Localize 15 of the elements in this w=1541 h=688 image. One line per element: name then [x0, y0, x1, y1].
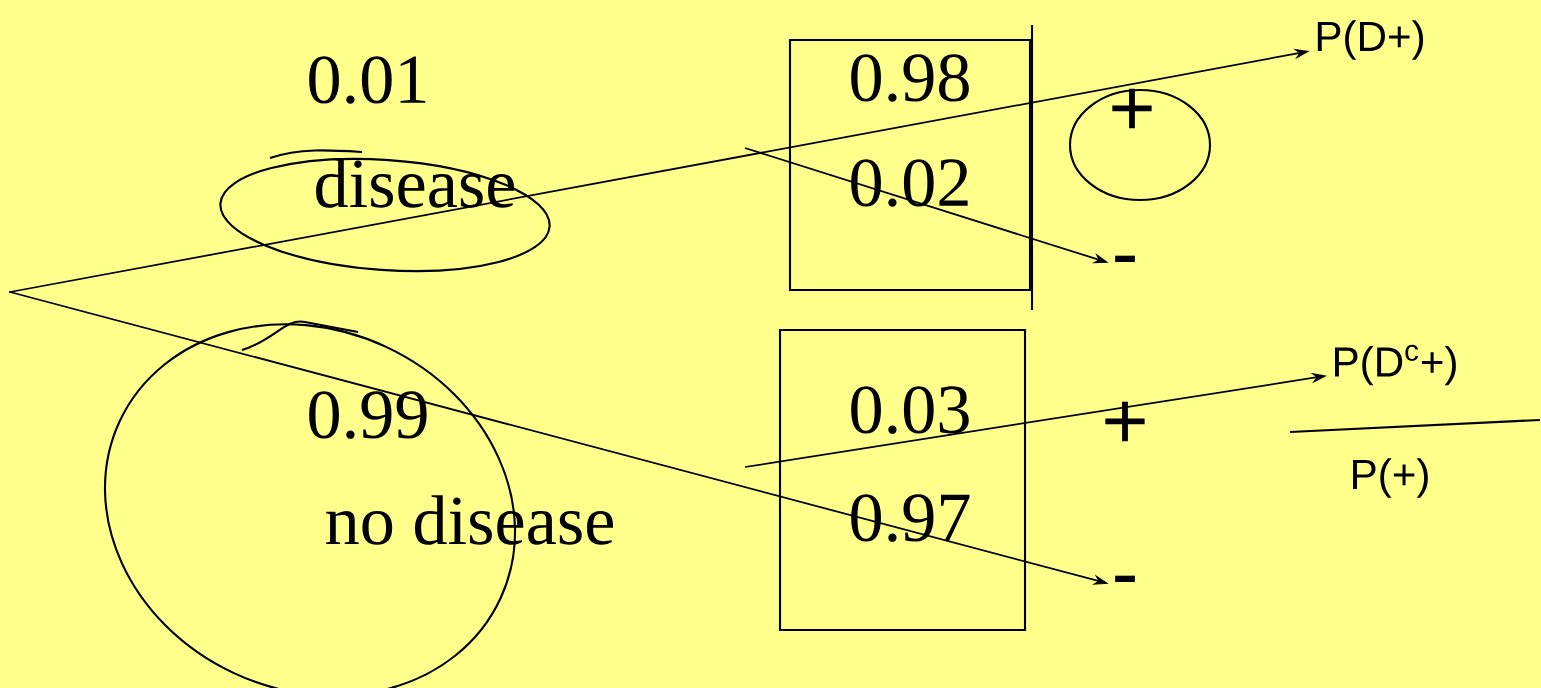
branch-point: [8, 290, 12, 294]
test-sign: -: [1115, 255, 1135, 262]
handwritten-formula: P(D+): [1317, 20, 1424, 60]
label-text: 0.02: [851, 159, 968, 207]
label-text: disease: [316, 158, 515, 208]
label-text: 0.99: [309, 391, 427, 439]
circled-sign: +: [1068, 88, 1212, 202]
test-sign: +: [1105, 401, 1145, 442]
label-text: 0.03: [851, 386, 969, 434]
handwritten-formula: P(+): [1353, 458, 1428, 498]
test-sign: -: [1115, 575, 1135, 582]
handwritten-formula: P(D$^{c}$+): [1335, 344, 1456, 386]
label-text: 0.97: [851, 494, 970, 542]
label-text: 0.98: [851, 54, 969, 102]
label-text: 0.01: [309, 56, 426, 104]
